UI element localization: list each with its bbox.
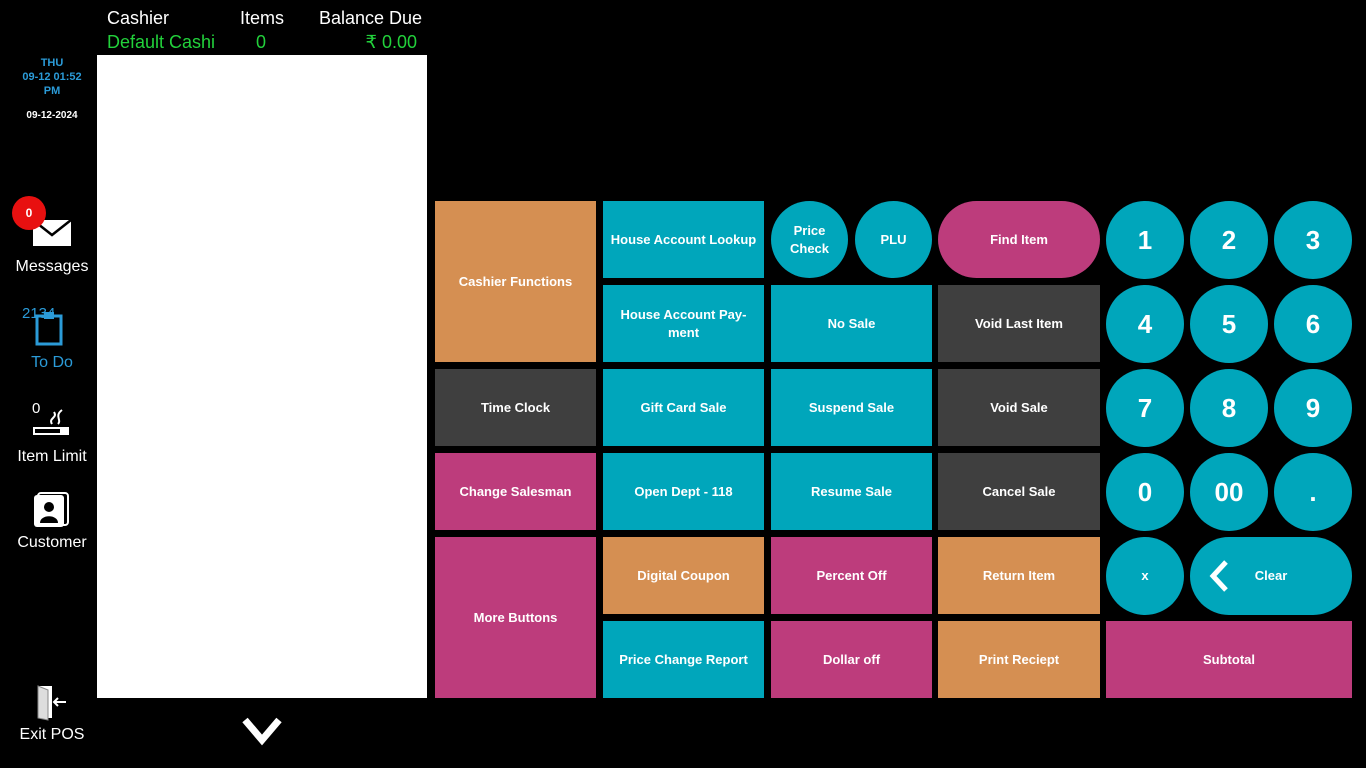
- numpad-8-button[interactable]: 8: [1190, 369, 1268, 447]
- numpad-5-button[interactable]: 5: [1190, 285, 1268, 363]
- item-limit-button[interactable]: 0 Item Limit: [0, 398, 104, 470]
- resume-sale-button[interactable]: Resume Sale: [771, 453, 932, 530]
- customer-button[interactable]: Customer: [0, 490, 104, 554]
- items-count: 0: [256, 32, 267, 52]
- numpad-3-button[interactable]: 3: [1274, 201, 1352, 279]
- gift-card-sale-button[interactable]: Gift Card Sale: [603, 369, 764, 446]
- todo-count: 2134: [22, 305, 56, 322]
- items-label: Items: [240, 8, 285, 28]
- numpad-7-button[interactable]: 7: [1106, 369, 1184, 447]
- messages-label: Messages: [15, 258, 89, 275]
- print-receipt-button[interactable]: Print Reciept: [938, 621, 1100, 698]
- cashier-functions-button[interactable]: Cashier Functions: [435, 201, 596, 362]
- house-account-payment-button[interactable]: House Account Pay-ment: [603, 285, 764, 362]
- item-limit-count: 0: [32, 400, 41, 417]
- cashier-name: Default Cashi: [107, 32, 216, 52]
- messages-count-badge: 0: [12, 196, 46, 230]
- cashier-label: Cashier: [107, 8, 170, 28]
- numpad-9-button[interactable]: 9: [1274, 369, 1352, 447]
- exit-door-icon: [37, 685, 66, 721]
- multiply-button[interactable]: x: [1106, 537, 1184, 615]
- price-check-button[interactable]: Price Check: [771, 201, 848, 278]
- clock-time: 09-12 01:52: [22, 71, 82, 83]
- customer-card-icon: [34, 492, 69, 527]
- todo-label: To Do: [31, 354, 73, 371]
- clock-ampm: PM: [43, 85, 61, 97]
- numpad-2-button[interactable]: 2: [1190, 201, 1268, 279]
- chevron-left-icon: [1209, 560, 1228, 592]
- item-limit-label: Item Limit: [17, 448, 87, 465]
- exit-pos-label: Exit POS: [19, 726, 85, 743]
- suspend-sale-button[interactable]: Suspend Sale: [771, 369, 932, 446]
- numpad-4-button[interactable]: 4: [1106, 285, 1184, 363]
- void-sale-button[interactable]: Void Sale: [938, 369, 1100, 446]
- no-sale-button[interactable]: No Sale: [771, 285, 932, 362]
- smoking-icon: [33, 409, 69, 435]
- clock: THU 09-12 01:52 PM 09-12-2024: [10, 56, 94, 121]
- percent-off-button[interactable]: Percent Off: [771, 537, 932, 614]
- balance-due-label: Balance Due: [319, 8, 423, 28]
- clock-date: 09-12-2024: [26, 110, 78, 121]
- numpad-00-button[interactable]: 00: [1190, 453, 1268, 531]
- return-item-button[interactable]: Return Item: [938, 537, 1100, 614]
- time-clock-button[interactable]: Time Clock: [435, 369, 596, 446]
- open-dept-button[interactable]: Open Dept - 118: [603, 453, 764, 530]
- house-account-lookup-button[interactable]: House Account Lookup: [603, 201, 764, 278]
- balance-due-amount: ₹ 0.00: [365, 32, 418, 52]
- numpad-6-button[interactable]: 6: [1274, 285, 1352, 363]
- more-buttons-button[interactable]: More Buttons: [435, 537, 596, 698]
- customer-label: Customer: [17, 534, 87, 551]
- numpad-1-button[interactable]: 1: [1106, 201, 1184, 279]
- clock-day: THU: [40, 57, 64, 69]
- cancel-sale-button[interactable]: Cancel Sale: [938, 453, 1100, 530]
- clipboard-icon: [35, 312, 63, 346]
- numpad-decimal-button[interactable]: .: [1274, 453, 1352, 531]
- receipt-list[interactable]: [97, 55, 427, 698]
- messages-button[interactable]: Messages: [0, 200, 104, 280]
- clear-button[interactable]: Clear: [1190, 537, 1352, 615]
- plu-button[interactable]: PLU: [855, 201, 932, 278]
- subtotal-button[interactable]: Subtotal: [1106, 621, 1352, 698]
- dollar-off-button[interactable]: Dollar off: [771, 621, 932, 698]
- void-last-item-button[interactable]: Void Last Item: [938, 285, 1100, 362]
- chevron-down-icon[interactable]: [241, 712, 283, 748]
- digital-coupon-button[interactable]: Digital Coupon: [603, 537, 764, 614]
- numpad-0-button[interactable]: 0: [1106, 453, 1184, 531]
- todo-button[interactable]: 2134 To Do: [0, 302, 104, 374]
- clear-label: Clear: [1254, 568, 1288, 583]
- exit-pos-button[interactable]: Exit POS: [0, 682, 104, 746]
- find-item-button[interactable]: Find Item: [938, 201, 1100, 278]
- change-salesman-button[interactable]: Change Salesman: [435, 453, 596, 530]
- price-change-report-button[interactable]: Price Change Report: [603, 621, 764, 698]
